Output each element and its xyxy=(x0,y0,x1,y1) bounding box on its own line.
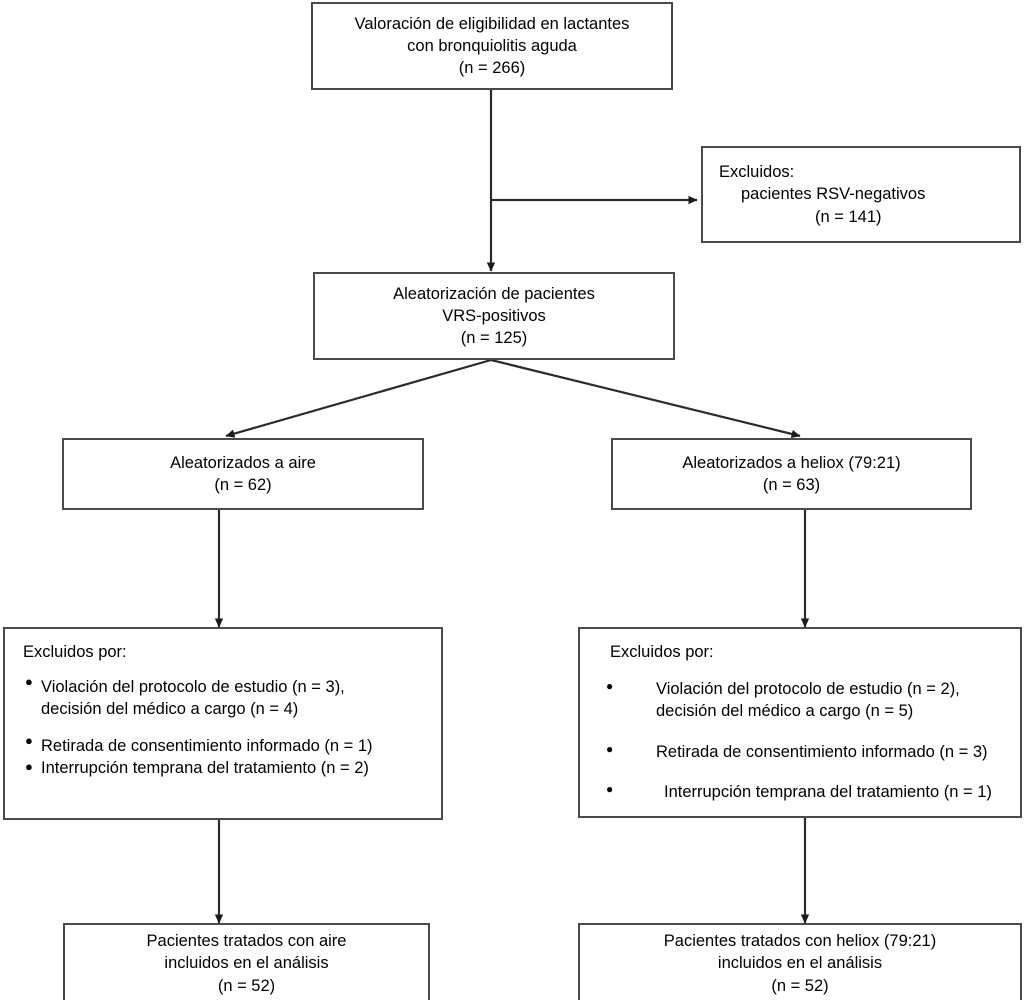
connector-randomization-to-air xyxy=(225,358,492,438)
node-analyzed-heliox: Pacientes tratados con heliox (79:21) in… xyxy=(578,923,1022,1000)
eligibility-count: (n = 266) xyxy=(458,59,526,78)
excluded-air-bullet-1-line-2: decisión del médico a cargo (n = 4) xyxy=(41,700,299,719)
excluded-heliox-bullet-list: ● Violación del protocolo de estudio (n … xyxy=(580,678,1024,804)
excluded-air-bullet-1: ● Violación del protocolo de estudio (n … xyxy=(25,674,461,721)
allocated-air-count: (n = 62) xyxy=(214,476,272,494)
excluded-heliox-bullet-1: ● Violación del protocolo de estudio (n … xyxy=(606,678,1024,723)
connector-randomization-to-heliox xyxy=(490,358,801,439)
allocated-heliox-label: Aleatorizados a heliox (79:21) xyxy=(682,453,901,472)
analyzed-heliox-count: (n = 52) xyxy=(771,976,829,995)
randomization-line-1: Aleatorización de pacientes xyxy=(393,284,595,303)
node-excluded-heliox: Excluidos por: ● Violación del protocolo… xyxy=(578,627,1022,818)
excluded-air-bullet-1-line-1: Violación del protocolo de estudio (n = … xyxy=(41,678,345,696)
node-allocated-air: Aleatorizados a aire (n = 62) xyxy=(62,438,424,510)
node-eligibility: Valoración de eligibilidad en lactantes … xyxy=(311,2,673,90)
excluded-heliox-bullet-2-line-1: Retirada de consentimiento informado (n … xyxy=(656,742,988,761)
excluded-heliox-bullet-3-line-1: Interrupción temprana del tratamiento (n… xyxy=(664,783,992,802)
analyzed-heliox-line-2: incluidos en el análisis xyxy=(717,954,883,973)
excluded-air-bullet-2: ● Retirada de consentimiento informado (… xyxy=(25,732,461,757)
eligibility-line-1: Valoración de eligibilidad en lactantes xyxy=(354,14,630,33)
node-excluded-rsv: Excluidos: pacientes RSV-negativos (n = … xyxy=(701,146,1021,243)
excluded-air-bullet-2-line-1: Retirada de consentimiento informado (n … xyxy=(41,736,373,755)
node-randomization: Aleatorización de pacientes VRS-positivo… xyxy=(313,272,675,360)
excluded-air-bullet-3-line-1: Interrupción temprana del tratamiento (n… xyxy=(41,759,369,778)
excluded-heliox-bullet-1-line-2: decisión del médico a cargo (n = 5) xyxy=(656,702,914,721)
node-excluded-air: Excluidos por: ● Violación del protocolo… xyxy=(3,627,443,820)
bullet-icon: ● xyxy=(25,732,33,748)
node-allocated-heliox: Aleatorizados a heliox (79:21) (n = 63) xyxy=(611,438,972,510)
bullet-icon: ● xyxy=(25,759,33,775)
excluded-rsv-count: (n = 141) xyxy=(815,207,882,226)
analyzed-heliox-line-1: Pacientes tratados con heliox (79:21) xyxy=(663,932,937,951)
analyzed-air-count: (n = 52) xyxy=(217,976,276,995)
node-analyzed-air: Pacientes tratados con aire incluidos en… xyxy=(63,923,430,1000)
randomization-line-2: VRS-positivos xyxy=(442,306,546,325)
excluded-air-heading: Excluidos por: xyxy=(23,643,127,661)
excluded-air-bullet-list: ● Violación del protocolo de estudio (n … xyxy=(5,674,461,780)
excluded-rsv-heading: Excluidos: xyxy=(719,163,795,182)
excluded-heliox-bullet-3: ● Interrupción temprana del tratamiento … xyxy=(606,781,1024,803)
bullet-icon: ● xyxy=(606,679,614,693)
bullet-icon: ● xyxy=(606,741,614,756)
randomization-count: (n = 125) xyxy=(460,329,528,348)
analyzed-air-line-2: incluidos en el análisis xyxy=(164,954,329,973)
excluded-air-bullet-3: ● Interrupción temprana del tratamiento … xyxy=(25,757,461,779)
bullet-icon: ● xyxy=(606,782,614,797)
excluded-rsv-reason: pacientes RSV-negativos xyxy=(741,185,926,204)
allocated-air-label: Aleatorizados a aire xyxy=(170,453,316,472)
excluded-heliox-bullet-2: ● Retirada de consentimiento informado (… xyxy=(606,741,1024,763)
analyzed-air-line-1: Pacientes tratados con aire xyxy=(146,932,347,951)
allocated-heliox-count: (n = 63) xyxy=(762,476,821,494)
eligibility-line-2: con bronquiolitis aguda xyxy=(407,36,577,55)
excluded-heliox-heading: Excluidos por: xyxy=(610,643,714,661)
bullet-icon: ● xyxy=(25,674,33,689)
excluded-heliox-bullet-1-line-1: Violación del protocolo de estudio (n = … xyxy=(656,680,960,698)
